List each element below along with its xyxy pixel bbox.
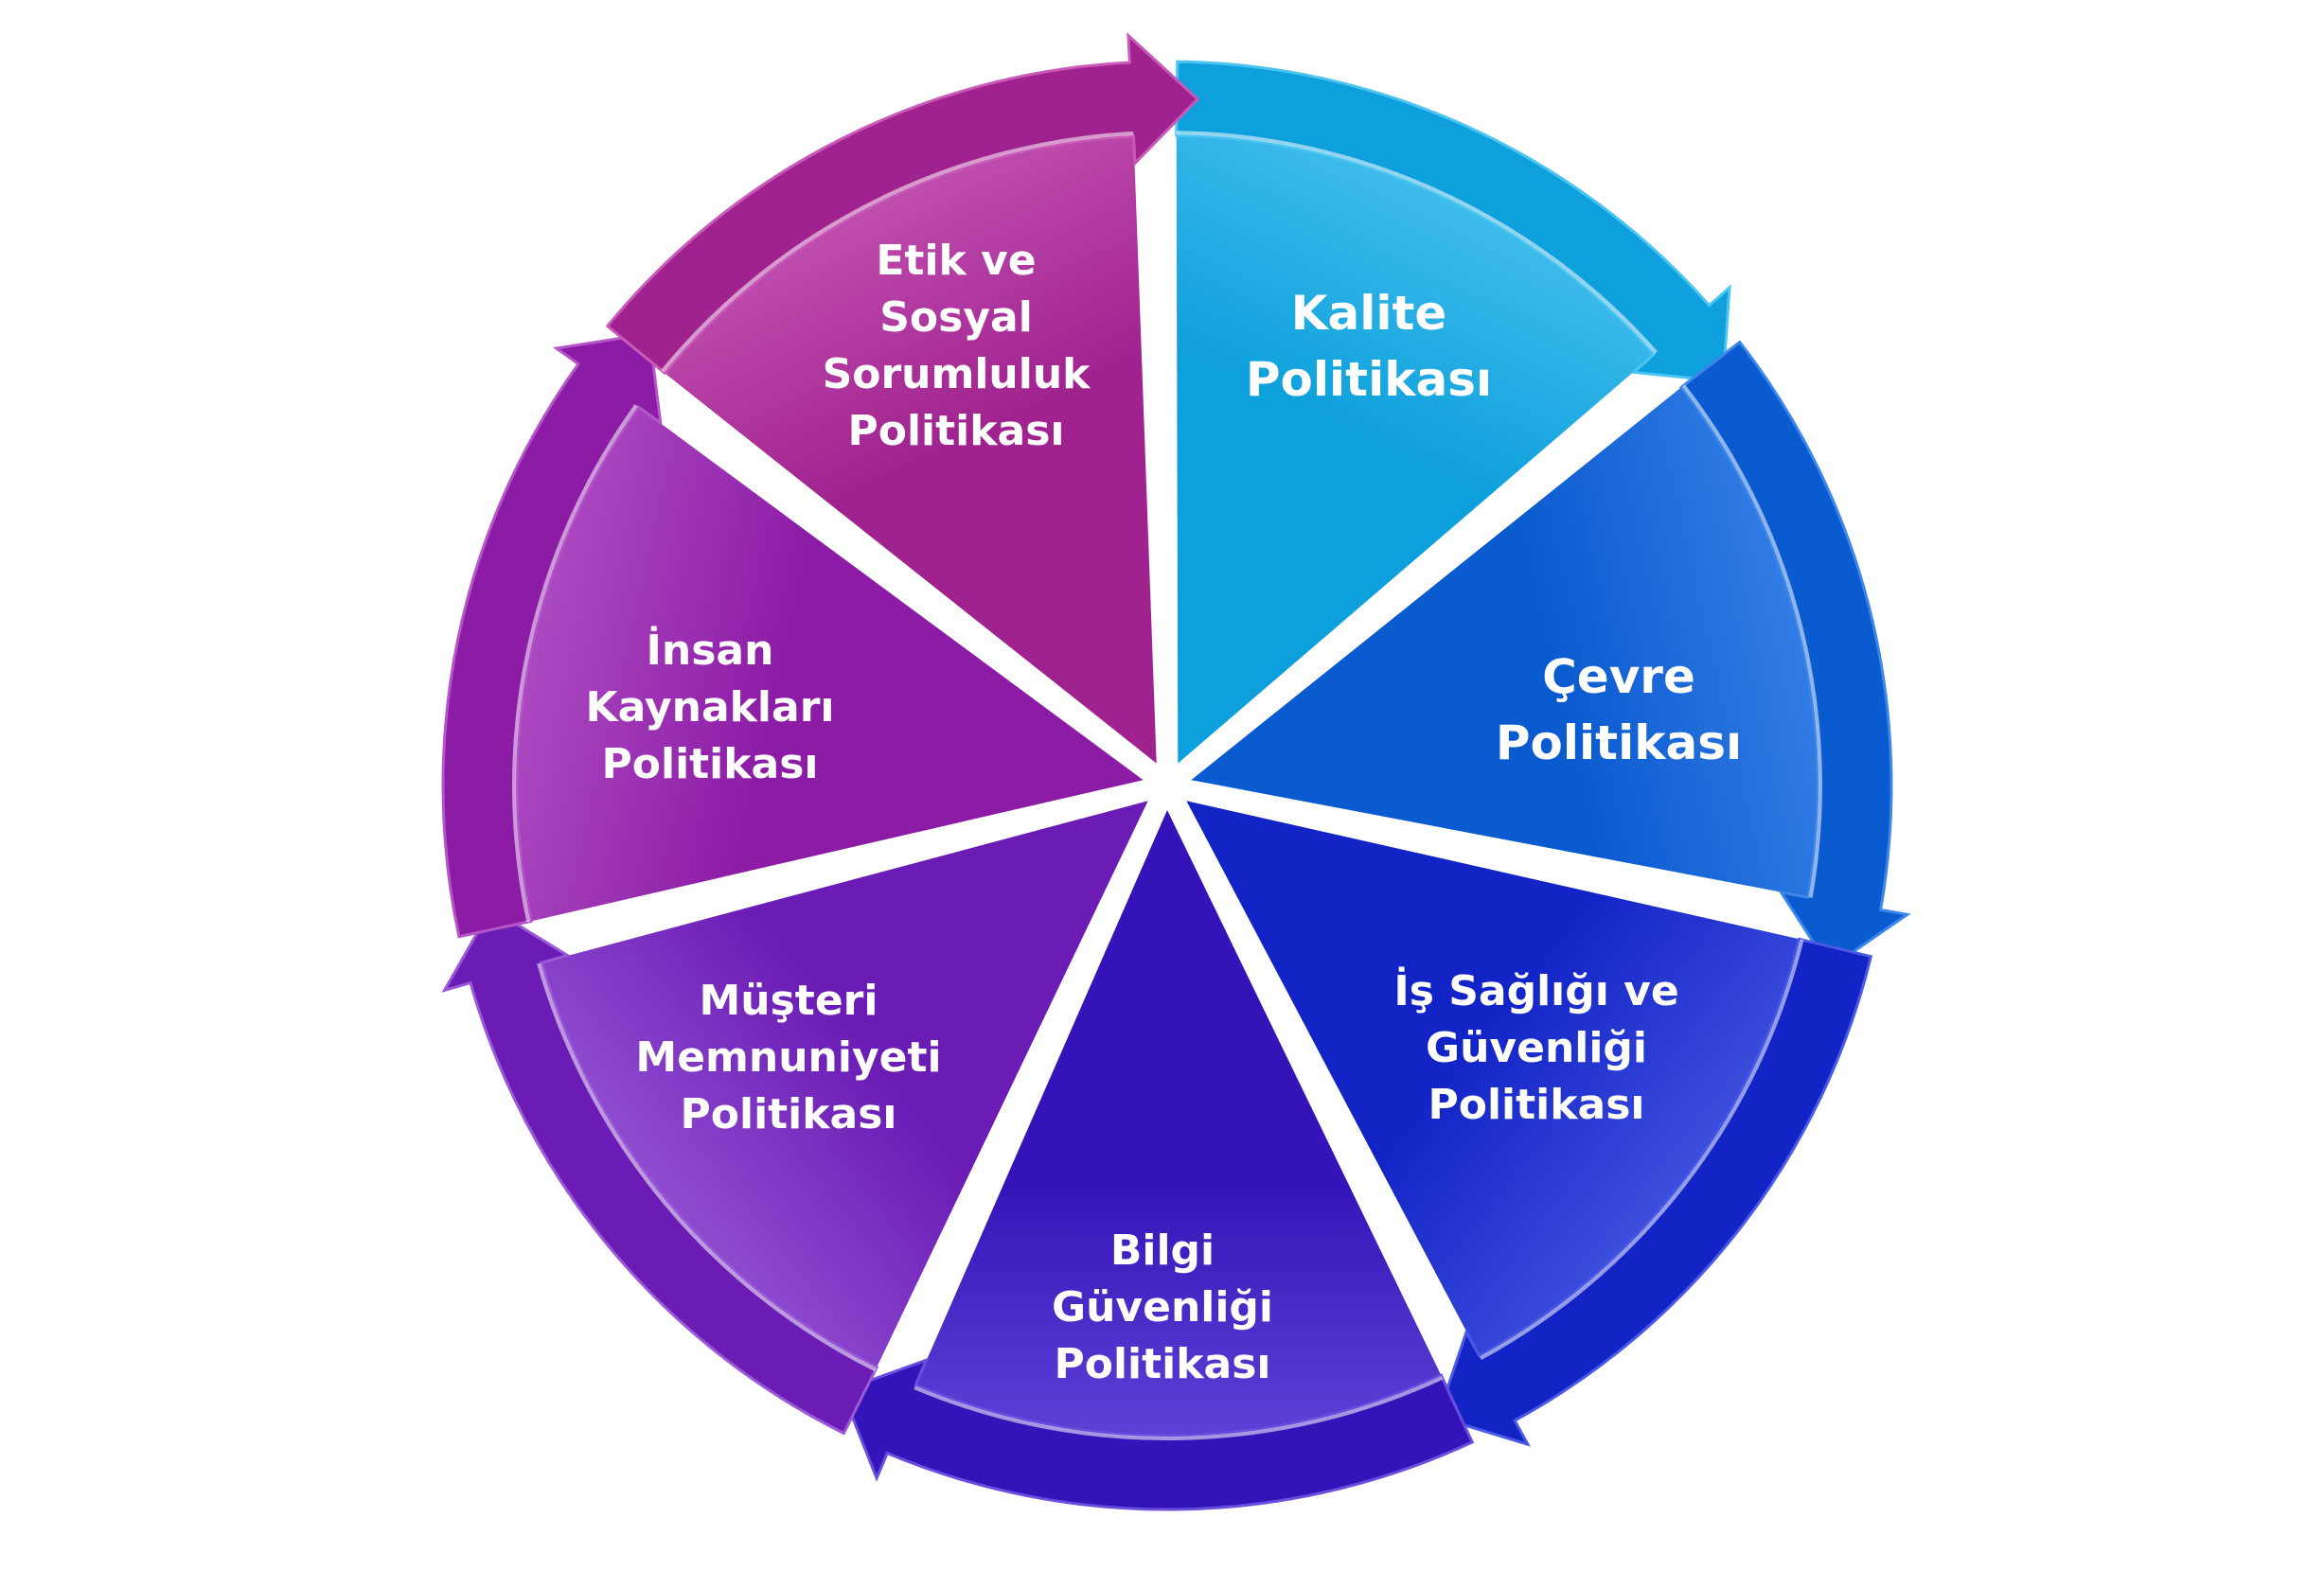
segment-insan-kaynaklari	[441, 331, 1144, 939]
segment-bilgi-guvenligi	[840, 810, 1475, 1511]
segment-etik-sosyal	[605, 31, 1200, 764]
arrow-etik-sosyal-icon	[605, 31, 1200, 376]
wedge-insan-kaynaklari	[516, 407, 1144, 922]
arrow-kalite-icon	[1175, 60, 1731, 383]
wedge-kalite	[1176, 135, 1655, 764]
arrow-bilgi-guvenligi-icon	[840, 1357, 1475, 1511]
arrow-highlight	[914, 1375, 1444, 1440]
arrow-insan-kaynaklari-icon	[441, 331, 663, 939]
arrow-highlight	[537, 962, 877, 1372]
wedge-is-sagligi	[1186, 801, 1800, 1356]
wedge-musteri-memnuniyeti	[541, 801, 1148, 1367]
segment-is-sagligi	[1186, 801, 1873, 1447]
wedge-etik-sosyal	[665, 135, 1157, 764]
arrow-highlight	[661, 131, 1134, 373]
segment-cevre	[1191, 340, 1911, 970]
arrow-highlight	[512, 404, 638, 923]
wedge-cevre	[1191, 387, 1818, 897]
arrow-highlight	[1681, 384, 1822, 898]
arrow-highlight	[1480, 939, 1804, 1361]
wedge-bilgi-guvenligi	[915, 810, 1442, 1437]
segment-musteri-memnuniyeti	[441, 801, 1148, 1436]
arrow-highlight	[1176, 131, 1658, 354]
arrow-cevre-icon	[1678, 340, 1911, 970]
segment-kalite	[1175, 60, 1731, 764]
